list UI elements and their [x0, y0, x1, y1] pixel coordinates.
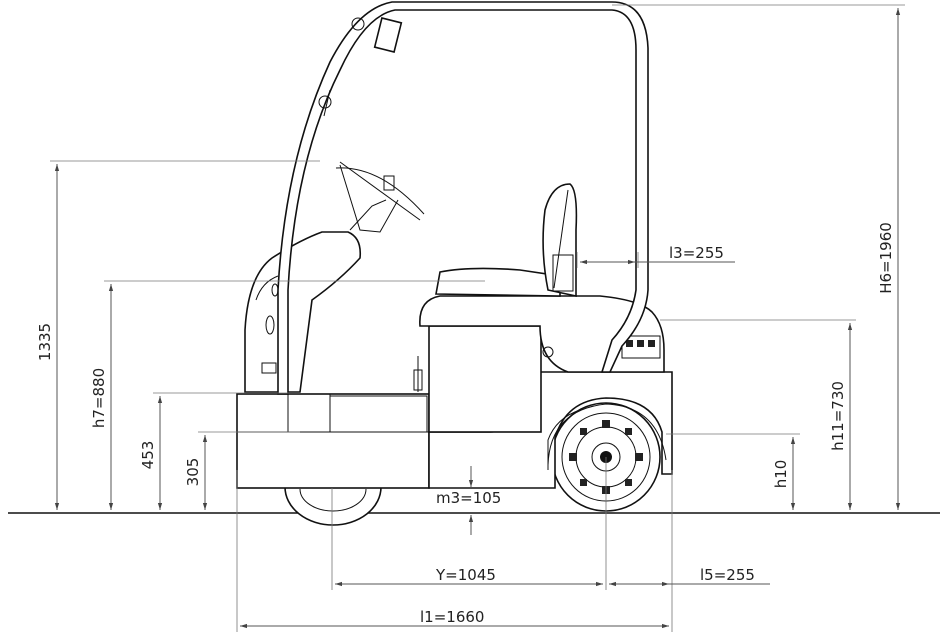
dimension-l3: l3=255 [669, 244, 724, 262]
vehicle-outline [236, 1, 673, 526]
rear-wheel [284, 486, 382, 526]
dimension-h7: h7=880 [90, 368, 108, 428]
dimension-m3: m3=105 [436, 489, 501, 507]
dimension-l1: l1=1660 [420, 608, 484, 626]
dimension-h6: H6=1960 [877, 222, 895, 294]
dimension-305: 305 [184, 458, 202, 487]
dimension-453: 453 [139, 441, 157, 470]
dimension-h10: h10 [772, 460, 790, 489]
dimension-1335: 1335 [36, 323, 54, 361]
dimension-y: Y=1045 [435, 566, 496, 584]
dimension-h11: h11=730 [829, 381, 847, 451]
dimension-l5: l5=255 [700, 566, 755, 584]
